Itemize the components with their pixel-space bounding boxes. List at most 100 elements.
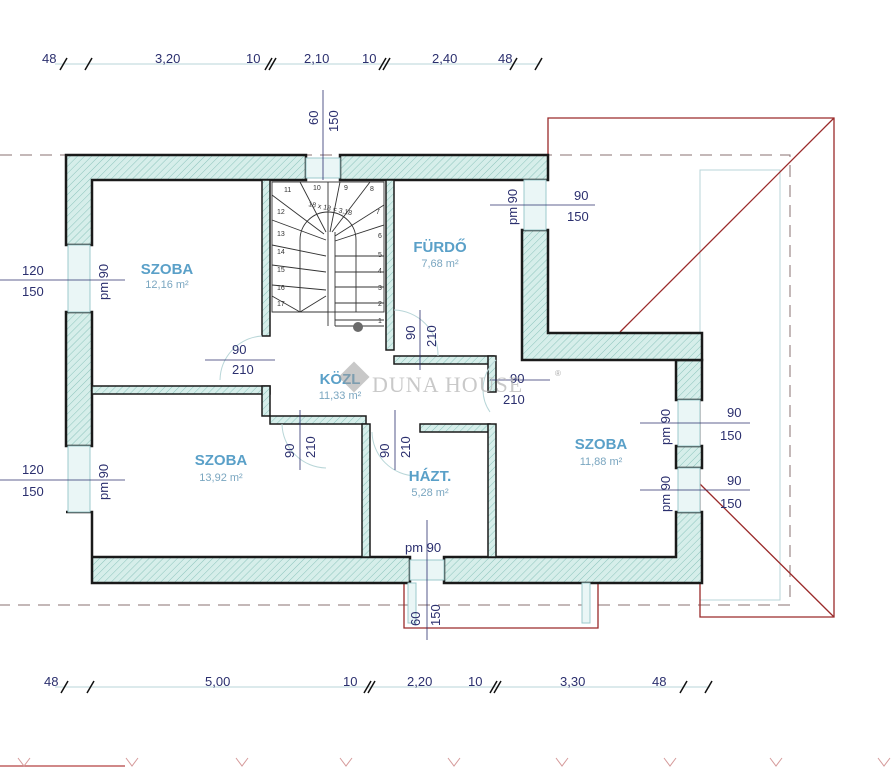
door-pantry-label: 90 210	[377, 436, 413, 458]
door-bath-label: 90 210	[403, 325, 439, 347]
svg-text:13,92 m²: 13,92 m²	[199, 472, 243, 484]
svg-text:pm 90: pm 90	[505, 189, 520, 225]
svg-text:90: 90	[377, 444, 392, 458]
walls	[64, 153, 704, 585]
svg-text:210: 210	[398, 436, 413, 458]
svg-text:8: 8	[370, 186, 374, 193]
partition-walls	[91, 179, 497, 558]
stair-numbers: 1 2 3 4 5 6 7 8 9 10 11 12 13 14 15 16 1…	[277, 185, 382, 325]
dim-bottom-6: 48	[652, 674, 666, 689]
windows	[67, 157, 701, 624]
bath-window-label: 90 150 pm 90	[505, 188, 589, 225]
svg-text:12: 12	[277, 209, 285, 216]
svg-text:DUNA HOUSE: DUNA HOUSE	[372, 372, 523, 397]
dim-bottom-3: 2,20	[407, 674, 432, 689]
dim-top-6: 48	[498, 51, 512, 66]
left-window-2-label: 120 150 pm 90	[22, 462, 111, 500]
left-window-1-label: 120 150 pm 90	[22, 263, 111, 300]
svg-text:®: ®	[555, 369, 561, 378]
duna-house-logo-icon	[338, 361, 370, 393]
svg-text:90: 90	[510, 371, 524, 386]
svg-text:pm 90: pm 90	[658, 409, 673, 445]
svg-text:210: 210	[503, 392, 525, 407]
svg-text:11: 11	[284, 187, 291, 194]
svg-text:pm 90: pm 90	[96, 464, 111, 500]
top-dimension-line: 48 3,20 10 2,10 10 2,40 48	[42, 51, 543, 71]
svg-text:210: 210	[303, 436, 318, 458]
svg-text:90: 90	[727, 405, 741, 420]
svg-text:210: 210	[424, 325, 439, 347]
room-szoba-2: SZOBA 13,92 m²	[195, 452, 248, 484]
svg-text:150: 150	[22, 284, 44, 299]
dim-top-1: 3,20	[155, 51, 180, 66]
room-szoba-1: SZOBA 12,16 m²	[141, 261, 194, 291]
svg-text:13: 13	[277, 231, 285, 238]
dim-top-0: 48	[42, 51, 56, 66]
roof-edge-marks	[0, 757, 891, 767]
svg-text:90: 90	[232, 342, 246, 357]
svg-text:5,28 m²: 5,28 m²	[411, 487, 449, 499]
svg-text:9: 9	[344, 185, 348, 192]
svg-text:60: 60	[306, 111, 321, 125]
svg-text:90: 90	[727, 473, 741, 488]
svg-text:SZOBA: SZOBA	[141, 261, 194, 278]
door-room3-label: 90 210	[503, 371, 525, 407]
stair-formula: 18 x 18 = 3,18	[308, 201, 353, 217]
door-room2-label: 90 210	[282, 436, 318, 458]
svg-text:HÁZT.: HÁZT.	[409, 468, 452, 485]
svg-text:pm 90: pm 90	[405, 540, 441, 555]
svg-text:14: 14	[277, 249, 285, 256]
svg-text:17: 17	[277, 301, 285, 308]
dim-bottom-5: 3,30	[560, 674, 585, 689]
svg-text:3: 3	[378, 285, 382, 292]
svg-text:10: 10	[313, 185, 321, 192]
top-window-label: 60 150	[306, 110, 341, 132]
svg-text:90: 90	[403, 326, 418, 340]
dim-top-2: 10	[246, 51, 260, 66]
room-hazt: HÁZT. 5,28 m²	[409, 468, 452, 499]
opening-annotations	[0, 90, 750, 640]
stair-start-marker	[353, 322, 363, 332]
svg-text:FÜRDŐ: FÜRDŐ	[413, 238, 467, 256]
svg-text:150: 150	[567, 209, 589, 224]
door-swings	[219, 309, 497, 477]
svg-text:210: 210	[232, 362, 254, 377]
bottom-dimension-line: 48 5,00 10 2,20 10 3,30 48	[44, 674, 713, 694]
svg-text:pm 90: pm 90	[658, 476, 673, 512]
svg-text:150: 150	[720, 496, 742, 511]
svg-text:120: 120	[22, 263, 44, 278]
svg-text:15: 15	[277, 267, 285, 274]
dim-bottom-1: 5,00	[205, 674, 230, 689]
svg-text:1: 1	[378, 318, 382, 325]
svg-text:150: 150	[22, 484, 44, 499]
svg-text:60: 60	[408, 612, 423, 626]
svg-text:SZOBA: SZOBA	[575, 436, 628, 453]
svg-text:SZOBA: SZOBA	[195, 452, 248, 469]
door-room1-label: 90 210	[232, 342, 254, 377]
right-window-1-label: 90 150 pm 90	[658, 405, 742, 445]
dim-bottom-4: 10	[468, 674, 482, 689]
staircase	[271, 181, 385, 327]
dim-top-3: 2,10	[304, 51, 329, 66]
dim-bottom-2: 10	[343, 674, 357, 689]
svg-text:11,33 m²: 11,33 m²	[319, 390, 362, 402]
dim-top-5: 2,40	[432, 51, 457, 66]
svg-text:90: 90	[574, 188, 588, 203]
terrace-outline	[699, 169, 781, 601]
bottom-window-label: pm 90 60 150	[405, 540, 443, 626]
room-furdo: FÜRDŐ 7,68 m²	[413, 238, 467, 270]
svg-text:7,68 m²: 7,68 m²	[421, 258, 459, 270]
room-szoba-3: SZOBA 11,88 m²	[575, 436, 628, 468]
svg-text:11,88 m²: 11,88 m²	[580, 456, 623, 468]
svg-text:16: 16	[277, 285, 285, 292]
dim-top-4: 10	[362, 51, 376, 66]
svg-text:120: 120	[22, 462, 44, 477]
dim-bottom-0: 48	[44, 674, 58, 689]
svg-text:150: 150	[326, 110, 341, 132]
svg-text:6: 6	[378, 233, 382, 240]
svg-text:7: 7	[376, 209, 380, 216]
right-window-2-label: 90 150 pm 90	[658, 473, 742, 512]
svg-text:pm 90: pm 90	[96, 264, 111, 300]
svg-text:150: 150	[428, 604, 443, 626]
